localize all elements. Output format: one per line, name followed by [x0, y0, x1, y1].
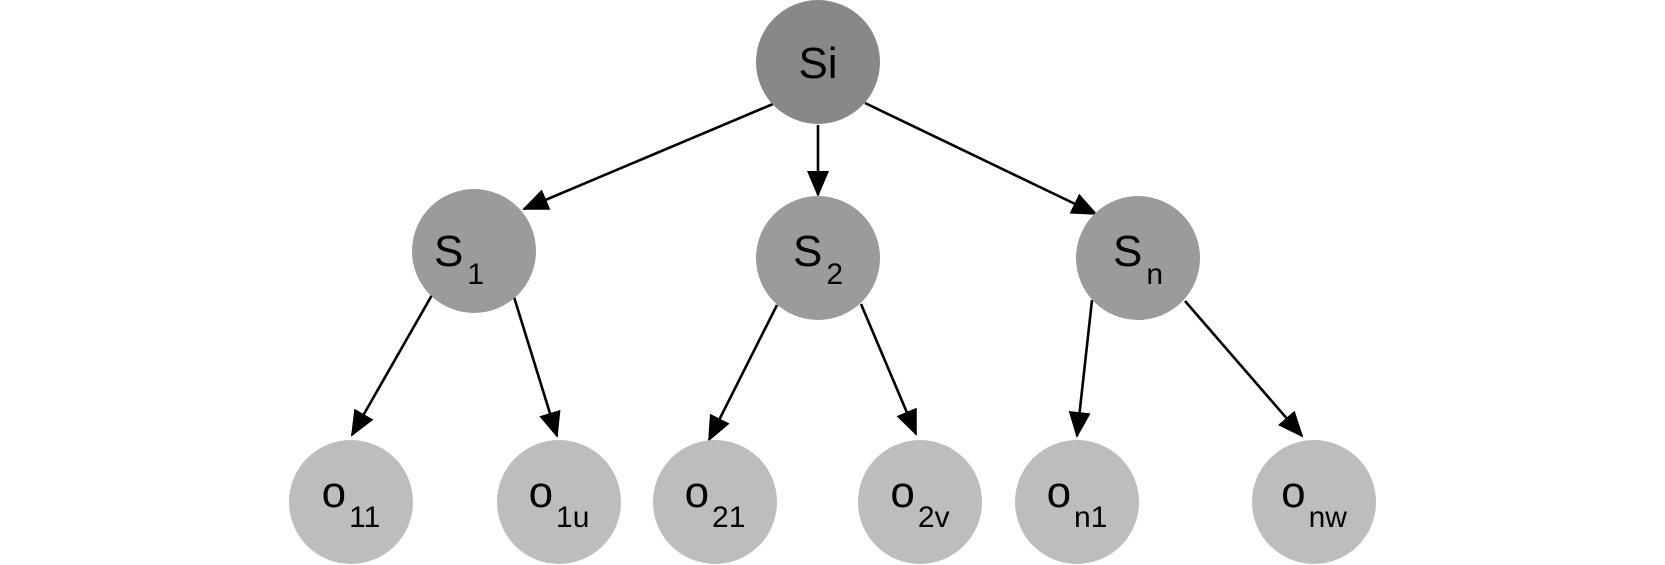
node-circle	[756, 196, 880, 320]
edge-root-sn	[864, 101, 1098, 216]
node-circle	[289, 440, 413, 564]
node-circle	[1015, 440, 1139, 564]
node-label-sub: n1	[1074, 501, 1107, 534]
node-label-sub: 1	[467, 258, 484, 291]
node-label: Si	[798, 39, 837, 88]
node-label-main: S	[793, 227, 822, 276]
edge-s1-o1u	[512, 296, 561, 438]
node-circle	[412, 189, 536, 313]
node-label-main: o	[1047, 468, 1071, 517]
node-label: on1	[1047, 468, 1108, 534]
node-circle	[1252, 440, 1376, 564]
node-label-main: S	[434, 227, 463, 276]
edge-sn-onw	[1184, 300, 1304, 438]
edge-sn-on1	[1068, 299, 1094, 438]
edge-s1-o11	[350, 294, 434, 437]
node-label-sub: 21	[712, 501, 745, 534]
node-root: Si	[756, 0, 880, 124]
node-label-main: o	[685, 468, 709, 517]
node-label: onw	[1281, 468, 1347, 534]
node-label: o11	[322, 468, 381, 534]
node-label: o2v	[890, 468, 949, 534]
node-on1: on1	[1015, 440, 1139, 564]
node-o21: o21	[653, 440, 777, 564]
node-label: o21	[685, 468, 746, 534]
edges-group	[350, 101, 1304, 442]
node-label-main: o	[322, 468, 346, 517]
node-circle	[756, 0, 880, 124]
node-onw: onw	[1252, 440, 1376, 564]
node-label-sub: nw	[1309, 501, 1348, 534]
node-label-sub: 1u	[556, 501, 589, 534]
edge-root-s1	[522, 102, 774, 211]
node-circle	[497, 440, 621, 564]
node-label-sub: 11	[349, 501, 380, 534]
node-label: o1u	[529, 468, 590, 534]
node-label-main: S	[1113, 227, 1142, 276]
edge-s2-o21	[707, 304, 779, 442]
node-o2v: o2v	[858, 440, 982, 564]
node-circle	[1076, 196, 1200, 320]
node-label-sub: 2	[826, 258, 843, 291]
edge-s2-o2v	[859, 303, 918, 436]
node-o11: o11	[289, 440, 413, 564]
node-o1u: o1u	[497, 440, 621, 564]
node-label-sub: n	[1146, 258, 1163, 291]
node-label-main: o	[890, 468, 914, 517]
node-label-sub: 2v	[918, 501, 950, 534]
node-circle	[653, 440, 777, 564]
node-label-main: o	[529, 468, 553, 517]
node-circle	[858, 440, 982, 564]
node-label-main: o	[1281, 468, 1305, 517]
